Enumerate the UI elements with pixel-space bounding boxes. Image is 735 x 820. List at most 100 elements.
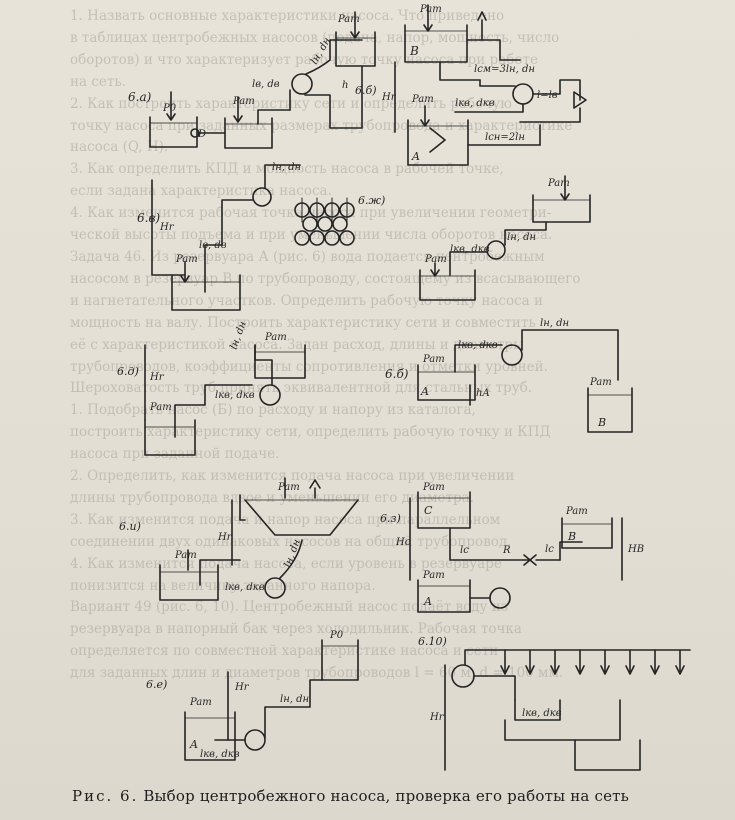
ln-label: lн, dн xyxy=(507,232,536,243)
hr-label: Hr xyxy=(149,372,165,383)
bg-line: 2. Определить, как изменится подача насо… xyxy=(70,468,515,485)
suction-pipe xyxy=(199,559,241,586)
suction-pipe xyxy=(454,344,503,373)
pipe-lc xyxy=(449,527,531,561)
bg-line: насоса при заданной подаче. xyxy=(70,446,280,463)
fig-label-6zh: 6.ж) xyxy=(358,194,385,207)
bg-line: насосом в резервуар В по трубопроводу, с… xyxy=(70,270,581,287)
bleed-through-text: 1. Назвать основные характеристики насос… xyxy=(38,6,728,685)
bg-line: 4. Как изменится подача насоса, если уро… xyxy=(70,555,502,572)
scheme-6d: 6.д) Hr Pam lкв, dкв lн, dн Pam xyxy=(117,320,306,456)
bg-line: резервуара в напорный бак через холодиль… xyxy=(70,621,522,638)
pressure-pipe xyxy=(264,164,301,189)
pipe xyxy=(479,79,516,87)
tank-b xyxy=(404,24,468,63)
pressure-pipe xyxy=(279,539,303,579)
lkv-label: lкв, dкв xyxy=(455,98,495,109)
lkv-label: lкв, dкв xyxy=(450,244,490,255)
pipe xyxy=(473,675,516,701)
tank-a xyxy=(407,119,469,166)
pam-label: Pam xyxy=(422,570,445,581)
pressure-pipe xyxy=(254,344,273,386)
pump xyxy=(264,577,286,599)
ln-label: lн, dн xyxy=(280,694,309,705)
lower-tank xyxy=(574,739,641,771)
lower-tank xyxy=(419,269,476,301)
pam-label: Pam xyxy=(422,354,445,365)
bg-line: если задана характеристика насоса. xyxy=(70,183,332,200)
tube xyxy=(324,230,340,246)
lkv-label: lкв, dкв xyxy=(215,390,255,401)
pump xyxy=(512,83,534,105)
arrow-head xyxy=(420,119,430,127)
valve xyxy=(523,554,537,566)
pam-label: Pam xyxy=(422,482,445,493)
bg-line: Задача 46. Из резервуара А (рис. 6) вода… xyxy=(70,248,545,265)
tank-a xyxy=(417,579,471,613)
bg-line: 3. Как определить КПД и мощность насоса … xyxy=(70,161,504,178)
fig-label-6e: 6.е) xyxy=(146,678,167,691)
pipe xyxy=(221,199,254,246)
lc-label: lc xyxy=(460,545,469,556)
pipe xyxy=(481,39,521,61)
pam-label: Pam xyxy=(419,4,442,15)
vent-cap xyxy=(477,11,487,21)
pam-label: Pam xyxy=(189,697,212,708)
tube xyxy=(309,230,325,246)
funnel-tank xyxy=(244,499,359,536)
hc-label: Hc xyxy=(395,537,411,548)
bg-line: мощность на валу. Построить характеристи… xyxy=(70,314,536,331)
pipe xyxy=(519,107,581,123)
fig-label-6z: 6.з) xyxy=(380,512,401,525)
cooler-grid: 6.ж) xyxy=(294,194,385,246)
bg-line: насоса (Q, H). xyxy=(70,139,169,156)
hr-label: Hr xyxy=(234,682,250,693)
bg-line: соединении двух одинаковых насосов на об… xyxy=(70,533,512,550)
fig-label-6v: 6.в) xyxy=(137,211,160,225)
tank-a xyxy=(417,364,476,401)
lkv-label: lкв, dкв xyxy=(522,708,562,719)
bg-line: в таблицах центробежных насосов (подача,… xyxy=(70,29,560,46)
tank-b xyxy=(561,517,613,549)
pump xyxy=(489,587,511,609)
bg-line: на сеть. xyxy=(70,73,126,90)
ln-label: lн, dн xyxy=(228,320,248,351)
arrow-head xyxy=(166,113,176,121)
hr-dim xyxy=(151,179,186,276)
fig-label-6b-right: 6.б) xyxy=(385,367,409,381)
pipe xyxy=(454,103,524,113)
lkv-label: lкв, dкв xyxy=(458,340,498,351)
label-a: A xyxy=(420,385,429,398)
h-label: h xyxy=(342,80,348,91)
tank-a xyxy=(184,711,236,761)
heat-exchanger xyxy=(514,699,561,721)
pipe xyxy=(504,699,621,741)
bg-line: её с характеристикой насоса. Задан расхо… xyxy=(70,336,524,353)
pump xyxy=(244,729,266,751)
upper-tank xyxy=(335,31,376,67)
ln-label: lн, dн xyxy=(282,538,302,569)
tube xyxy=(339,230,355,246)
pam-label: Pam xyxy=(149,402,172,413)
bg-line: и нагнетательного участков. Определить р… xyxy=(70,292,543,309)
label-a: A xyxy=(423,595,432,608)
vent-cap xyxy=(309,479,321,489)
valve xyxy=(573,91,587,109)
hb-label: HB xyxy=(627,544,644,555)
caption-text: Выбор центробежного насоса, проверка его… xyxy=(143,787,630,805)
bg-line: определяется по совместной характеристик… xyxy=(70,643,499,660)
pam-label: Pam xyxy=(264,332,287,343)
tank-left xyxy=(149,116,198,148)
bg-line: длины трубопровода вдвое и уменьшении ег… xyxy=(70,489,474,506)
fig-label-6b: 6.б) xyxy=(355,84,377,97)
pam-label: Pam xyxy=(411,94,434,105)
bg-line: построить характеристику сети, определит… xyxy=(70,424,551,441)
bg-line: понизится на величину заданного напора. xyxy=(70,577,376,594)
drain-pipe xyxy=(304,65,363,129)
arrow-head xyxy=(350,31,360,39)
pressure-pipe xyxy=(464,649,691,666)
vent xyxy=(466,19,483,41)
fig-label-6a: 6.а) xyxy=(128,90,152,104)
pipe xyxy=(559,541,583,561)
